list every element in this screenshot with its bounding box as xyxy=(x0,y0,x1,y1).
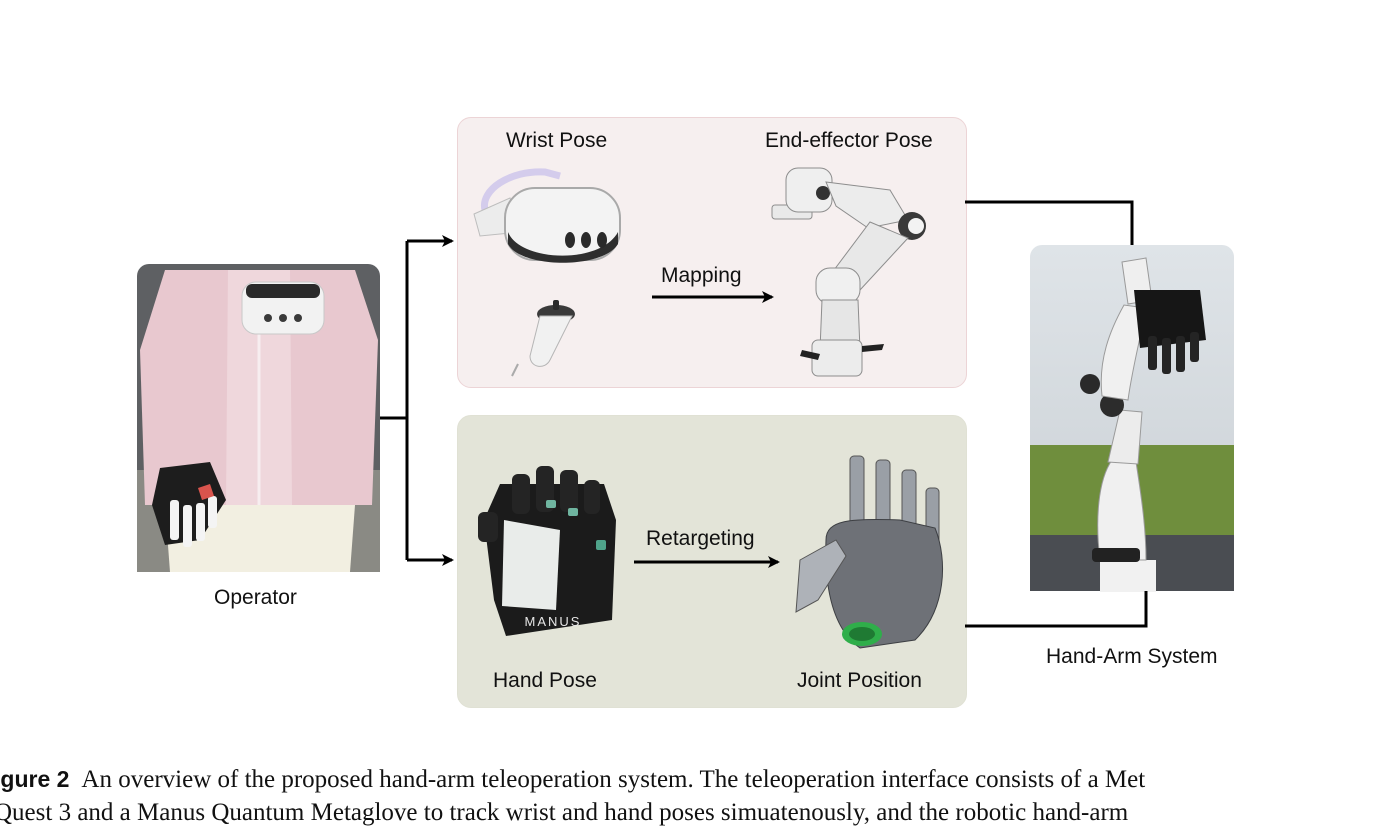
robot-arm-illustration xyxy=(771,167,926,377)
vr-headset-illustration xyxy=(473,168,621,263)
operator-label: Operator xyxy=(214,586,297,609)
caption-text-1: An overview of the proposed hand-arm tel… xyxy=(81,766,1146,793)
figure-caption-line-1: igure 2 An overview of the proposed hand-… xyxy=(0,766,1145,794)
hand-arm-system-photo xyxy=(1030,245,1234,592)
hand-arm-system-label: Hand-Arm System xyxy=(1046,645,1218,668)
operator-photo xyxy=(137,264,380,572)
hand-pose-label: Hand Pose xyxy=(493,669,597,692)
joint-position-label: Joint Position xyxy=(797,669,922,692)
end-effector-pose-label: End-effector Pose xyxy=(765,129,933,152)
robot-hand-illustration xyxy=(795,455,943,649)
glove-brand-text: MANUS xyxy=(525,614,582,629)
mapping-label: Mapping xyxy=(661,264,742,287)
caption-text-2: Quest 3 and a Manus Quantum Metaglove to… xyxy=(0,799,1129,826)
figure-number: igure 2 xyxy=(0,766,70,792)
connector-lines xyxy=(380,200,1148,628)
figure-caption-line-2: Quest 3 and a Manus Quantum Metaglove to… xyxy=(0,799,1128,827)
retargeting-label: Retargeting xyxy=(646,527,755,550)
wrist-pose-label: Wrist Pose xyxy=(506,129,608,152)
vr-controller-illustration xyxy=(511,300,575,377)
data-glove-illustration xyxy=(478,466,616,636)
